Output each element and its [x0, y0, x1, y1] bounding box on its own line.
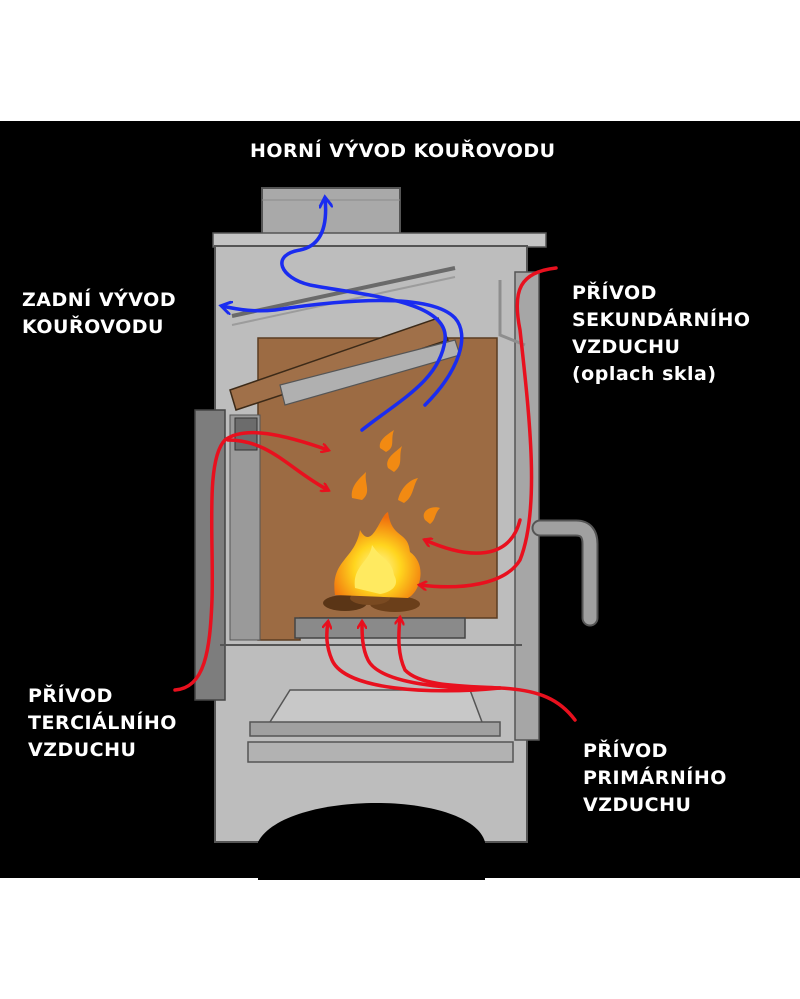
- flue-gas-arrows: [222, 198, 464, 432]
- label-tertiary-air: PŘÍVOD TERCIÁLNÍHO VZDUCHU: [28, 685, 177, 761]
- label-rear-outlet: ZADNÍ VÝVOD KOUŘOVODU: [22, 289, 177, 338]
- secondary-air-channel: [498, 280, 526, 347]
- top-plate: [212, 232, 547, 248]
- stove-legs-arch: [258, 803, 485, 880]
- label-secondary-air: PŘÍVOD SEKUNDÁRNÍHO VZDUCHU (oplach skla…: [572, 282, 751, 385]
- firebox-left-wall: [229, 414, 261, 641]
- door-handle: [531, 519, 599, 627]
- grate-and-ashpan: [220, 617, 522, 763]
- small-flames: [351, 430, 440, 524]
- top-flue-pipe: [261, 187, 401, 241]
- label-top-outlet: HORNÍ VÝVOD KOUŘOVODU: [250, 140, 556, 162]
- air-supply-arrows: [173, 266, 577, 722]
- label-primary-air: PŘÍVOD PRIMÁRNÍHO VZDUCHU: [583, 740, 727, 816]
- main-flame: [334, 512, 421, 598]
